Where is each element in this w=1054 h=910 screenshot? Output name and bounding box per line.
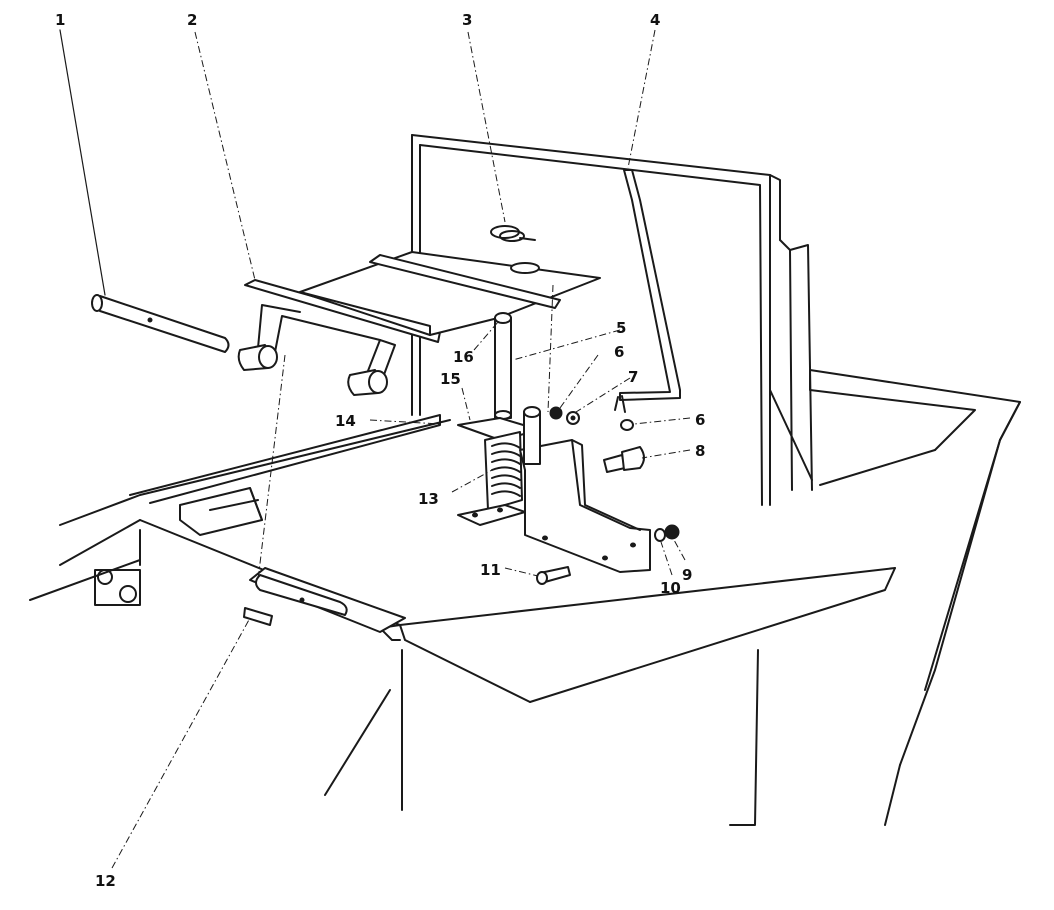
part-5-post bbox=[494, 312, 512, 420]
callout-9: 9 bbox=[682, 566, 692, 584]
callout-15: 15 bbox=[440, 370, 461, 388]
callout-13: 13 bbox=[418, 490, 439, 508]
leader-lines bbox=[111, 29, 691, 869]
callout-7: 7 bbox=[628, 368, 638, 386]
callout-8: 8 bbox=[695, 442, 705, 460]
machine-body bbox=[29, 134, 1021, 826]
callout-5: 5 bbox=[616, 319, 626, 337]
part-4-hook-rod bbox=[614, 169, 681, 413]
callout-6a: 6 bbox=[614, 343, 624, 361]
callout-11: 11 bbox=[480, 561, 501, 579]
part-3-clip bbox=[490, 225, 536, 242]
callout-14: 14 bbox=[335, 412, 356, 430]
top-plate-assembly bbox=[299, 251, 601, 336]
part-2-crank-arm bbox=[237, 279, 441, 396]
callout-12: 12 bbox=[95, 872, 116, 890]
hardware bbox=[536, 406, 680, 585]
main-bracket bbox=[519, 406, 651, 573]
callout-3: 3 bbox=[462, 11, 472, 29]
part-13-spring bbox=[491, 442, 521, 497]
callout-2: 2 bbox=[187, 11, 197, 29]
callout-6b: 6 bbox=[695, 411, 705, 429]
part-12-hinge bbox=[243, 567, 406, 633]
callout-4: 4 bbox=[650, 11, 660, 29]
callout-16: 16 bbox=[453, 348, 474, 366]
callout-10: 10 bbox=[660, 579, 681, 597]
spring-bracket-assembly bbox=[457, 417, 541, 526]
part-1-rod bbox=[59, 29, 230, 353]
callout-1: 1 bbox=[55, 11, 65, 29]
callout-labels: 1 2 3 4 5 6 6 7 8 9 10 11 12 13 14 15 16 bbox=[55, 11, 705, 890]
